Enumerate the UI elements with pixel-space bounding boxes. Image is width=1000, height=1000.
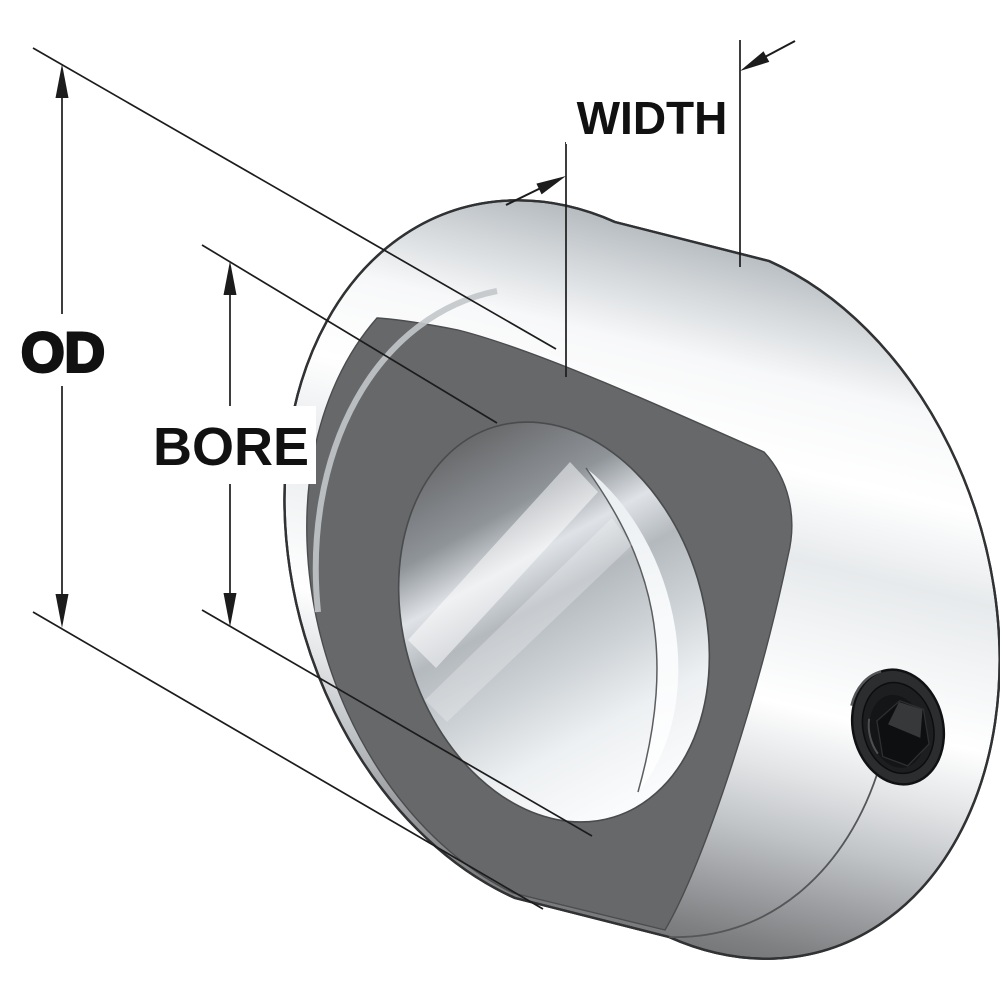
bore-label: BORE xyxy=(153,417,309,477)
bore-extension-line-top xyxy=(201,244,498,424)
bore-opening xyxy=(397,421,711,823)
set-screw-rim-highlight xyxy=(850,670,882,706)
width-dimension xyxy=(505,40,796,377)
od-extension-line-bottom xyxy=(32,611,544,910)
od-label: OD xyxy=(21,321,105,384)
width-arrowhead-right xyxy=(740,51,770,71)
bore-back-edge xyxy=(585,467,658,793)
shaft-collar-illustration xyxy=(283,199,1000,960)
width-label-box xyxy=(566,88,738,144)
bore-extension-line-bottom xyxy=(201,609,593,837)
dimension-labels: OD BORE WIDTH xyxy=(8,88,738,484)
socket-left-glint xyxy=(867,718,879,755)
back-face-seam xyxy=(668,764,881,938)
od-label-box xyxy=(8,314,120,386)
od-extension-line-top xyxy=(32,47,557,350)
chamfer-highlight xyxy=(312,288,498,613)
hex-socket-facet xyxy=(888,702,923,738)
bore-wall-streak xyxy=(408,462,598,668)
bore-arrowhead-down xyxy=(223,593,237,627)
bore-far-wall xyxy=(586,468,679,792)
set-screw xyxy=(850,668,946,786)
width-arrow-tail-right xyxy=(762,40,796,59)
width-label: WIDTH xyxy=(577,92,728,144)
od-arrowhead-up xyxy=(55,64,69,98)
width-arrowhead-left xyxy=(536,176,566,195)
bore-wall-streak-soft xyxy=(425,518,632,722)
od-arrowhead-down xyxy=(55,594,69,628)
bore-label-box xyxy=(146,406,316,484)
bore-arrowhead-up xyxy=(223,261,237,295)
